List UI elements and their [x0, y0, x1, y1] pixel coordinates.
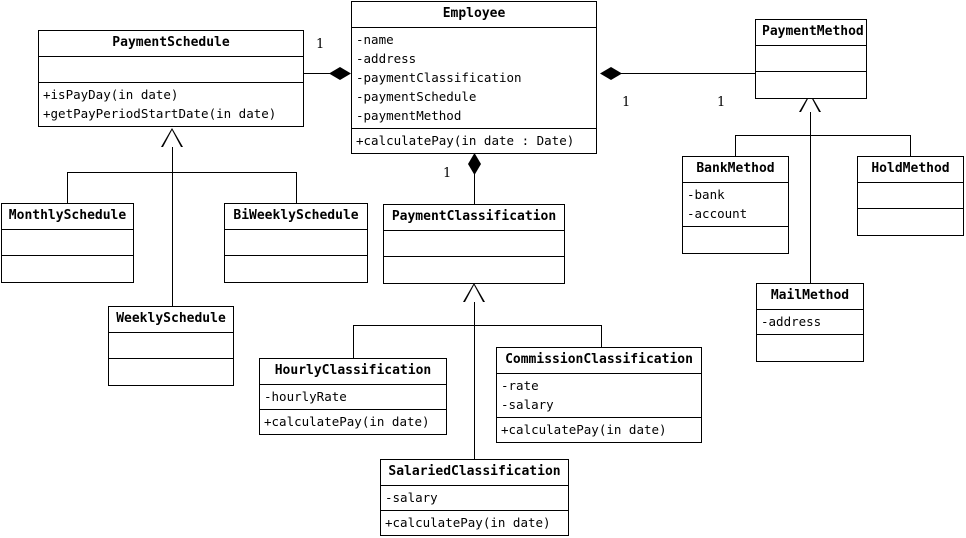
class-box-weekly-schedule[interactable]: WeeklySchedule [108, 306, 234, 386]
class-operations-payment-method [756, 72, 866, 98]
class-name-hourly-classification: HourlyClassification [260, 359, 446, 385]
class-attributes-payment-classification [384, 231, 564, 257]
class-box-payment-method[interactable]: PaymentMethod [755, 19, 867, 99]
operation-row: +isPayDay(in date) [43, 87, 179, 102]
composition-diamond-method [600, 67, 622, 80]
assoc-line-employee-paymentschedule [303, 73, 343, 74]
attribute-row: -salary [385, 490, 438, 505]
class-name-salaried-classification: SalariedClassification [381, 460, 568, 486]
gen-bus-method [735, 135, 911, 136]
multiplicity-method-end: 1 [717, 95, 726, 110]
class-operations-employee: +calculatePay(in date : Date) [352, 129, 596, 153]
multiplicity-employee-to-method: 1 [622, 95, 631, 110]
multiplicity-schedule-end: 1 [316, 37, 325, 52]
gen-drop-hourlyclassification [353, 325, 354, 358]
class-box-commission-classification[interactable]: CommissionClassification -rate -salary +… [496, 347, 702, 443]
attribute-row: -bank [687, 187, 725, 202]
class-attributes-payment-schedule [39, 57, 303, 83]
class-name-mail-method: MailMethod [757, 284, 863, 310]
attribute-row: -address [356, 51, 417, 66]
class-name-payment-method: PaymentMethod [756, 20, 866, 46]
attribute-row: -account [687, 206, 748, 221]
class-name-payment-schedule: PaymentSchedule [39, 31, 303, 57]
gen-drop-bankmethod [735, 135, 736, 156]
gen-drop-monthlyschedule [67, 172, 68, 203]
attribute-row: -paymentMethod [356, 108, 462, 123]
class-attributes-commission-classification: -rate -salary [497, 374, 701, 418]
class-name-bank-method: BankMethod [683, 157, 788, 183]
operation-row: +getPayPeriodStartDate(in date) [43, 106, 277, 121]
gen-bus-schedule [67, 172, 297, 173]
class-operations-mail-method [757, 335, 863, 361]
class-box-salaried-classification[interactable]: SalariedClassification -salary +calculat… [380, 459, 569, 536]
class-operations-commission-classification: +calculatePay(in date) [497, 418, 701, 442]
class-name-commission-classification: CommissionClassification [497, 348, 701, 374]
class-box-mail-method[interactable]: MailMethod -address [756, 283, 864, 362]
class-attributes-payment-method [756, 46, 866, 72]
class-attributes-salaried-classification: -salary [381, 486, 568, 511]
multiplicity-classification-end: 1 [443, 166, 452, 181]
class-name-biweekly-schedule: BiWeeklySchedule [225, 204, 367, 230]
composition-diamond-classification [468, 153, 481, 175]
class-name-employee: Employee [352, 2, 596, 28]
gen-drop-commissionclassification [601, 325, 602, 347]
operation-row: +calculatePay(in date) [501, 422, 667, 437]
operation-row: +calculatePay(in date) [385, 515, 551, 530]
class-operations-monthly-schedule [2, 256, 133, 282]
class-operations-hold-method [858, 209, 963, 235]
assoc-line-employee-paymentmethod [606, 73, 756, 74]
attribute-row: -name [356, 32, 394, 47]
gen-drop-biweeklyschedule [296, 172, 297, 203]
class-operations-hourly-classification: +calculatePay(in date) [260, 410, 446, 434]
attribute-row: -paymentClassification [356, 70, 522, 85]
attribute-row: -hourlyRate [264, 389, 347, 404]
class-box-employee[interactable]: Employee -name -address -paymentClassifi… [351, 1, 597, 154]
composition-diamond-schedule [329, 67, 351, 80]
class-name-weekly-schedule: WeeklySchedule [109, 307, 233, 333]
class-attributes-mail-method: -address [757, 310, 863, 335]
attribute-row: -address [761, 314, 822, 329]
attribute-row: -rate [501, 378, 539, 393]
gen-stem-classification [474, 302, 475, 460]
class-operations-payment-classification [384, 257, 564, 283]
class-attributes-hourly-classification: -hourlyRate [260, 385, 446, 410]
attribute-row: -paymentSchedule [356, 89, 477, 104]
class-operations-weekly-schedule [109, 359, 233, 385]
class-box-payment-classification[interactable]: PaymentClassification [383, 204, 565, 284]
class-attributes-monthly-schedule [2, 230, 133, 256]
gen-bus-classification [353, 325, 602, 326]
class-attributes-weekly-schedule [109, 333, 233, 359]
class-box-hourly-classification[interactable]: HourlyClassification -hourlyRate +calcul… [259, 358, 447, 435]
class-attributes-bank-method: -bank -account [683, 183, 788, 227]
class-name-payment-classification: PaymentClassification [384, 205, 564, 231]
class-operations-salaried-classification: +calculatePay(in date) [381, 511, 568, 535]
attribute-row: -salary [501, 397, 554, 412]
operation-row: +calculatePay(in date : Date) [356, 133, 575, 148]
class-box-bank-method[interactable]: BankMethod -bank -account [682, 156, 789, 254]
class-attributes-employee: -name -address -paymentClassification -p… [352, 28, 596, 129]
class-name-hold-method: HoldMethod [858, 157, 963, 183]
class-operations-bank-method [683, 227, 788, 253]
gen-stem-schedule [172, 147, 173, 309]
class-box-monthly-schedule[interactable]: MonthlySchedule [1, 203, 134, 283]
class-operations-payment-schedule: +isPayDay(in date) +getPayPeriodStartDat… [39, 83, 303, 126]
class-box-payment-schedule[interactable]: PaymentSchedule +isPayDay(in date) +getP… [38, 30, 304, 127]
gen-stem-method [810, 112, 811, 284]
class-name-monthly-schedule: MonthlySchedule [2, 204, 133, 230]
assoc-line-employee-paymentclassification [474, 155, 475, 204]
class-operations-biweekly-schedule [225, 256, 367, 282]
operation-row: +calculatePay(in date) [264, 414, 430, 429]
class-box-biweekly-schedule[interactable]: BiWeeklySchedule [224, 203, 368, 283]
gen-drop-holdmethod [910, 135, 911, 156]
class-box-hold-method[interactable]: HoldMethod [857, 156, 964, 236]
class-attributes-hold-method [858, 183, 963, 209]
class-attributes-biweekly-schedule [225, 230, 367, 256]
